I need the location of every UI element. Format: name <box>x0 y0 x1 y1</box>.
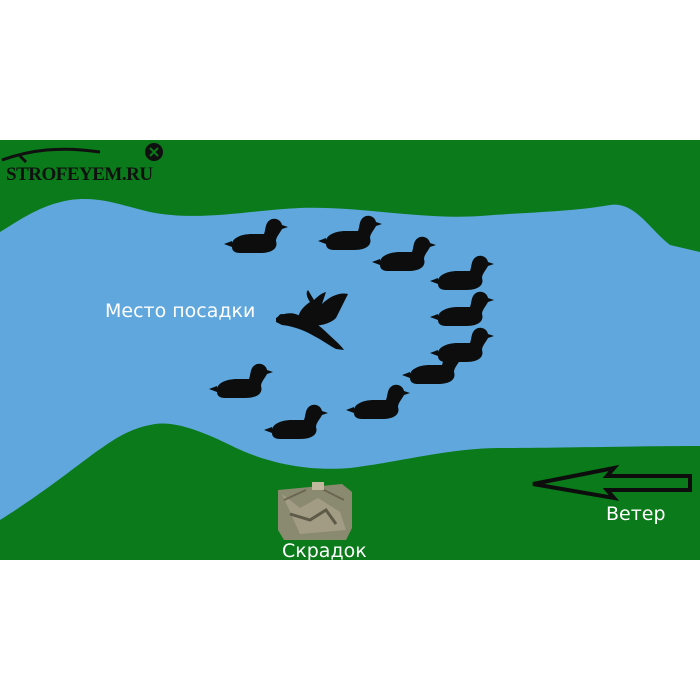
wind-arrow-icon <box>532 464 692 501</box>
hunting-blind-icon <box>278 482 352 540</box>
landing-spot-label: Место посадки <box>105 300 256 322</box>
site-logo-text: STROFEYEM.RU <box>6 164 153 185</box>
blind-label: Скрадок <box>282 540 367 562</box>
river <box>0 199 700 520</box>
flying-duck-icon <box>276 290 348 350</box>
wind-label: Ветер <box>606 503 666 525</box>
fishing-rod-logo-icon <box>1 143 163 164</box>
